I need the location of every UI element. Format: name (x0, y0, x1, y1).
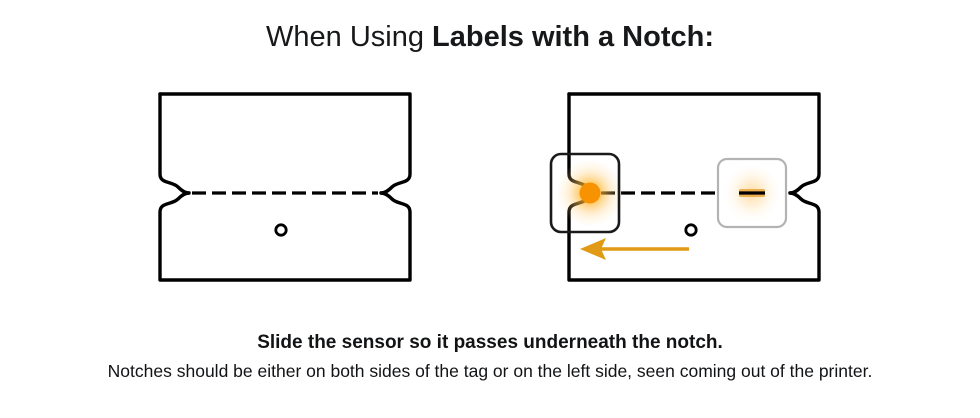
label-diagrams-svg (158, 92, 821, 282)
sensor-inactive[interactable] (716, 157, 788, 229)
caption-secondary: Notches should be either on both sides o… (107, 361, 873, 381)
sensor-active-box[interactable] (549, 152, 621, 234)
page-title-lead: When Using (266, 21, 433, 53)
diagram-label-with-sensor (549, 92, 821, 282)
page-title: When Using Labels with a Notch: (0, 20, 980, 54)
diagram-label-plain (158, 92, 412, 282)
label-outline-bottom (158, 191, 412, 282)
label-outline-top-left (158, 92, 191, 195)
diagram-area (0, 78, 980, 310)
sensor-active-beam-dot (579, 182, 601, 204)
page-title-strong: Labels with a Notch: (432, 21, 714, 53)
registration-hole-2 (684, 223, 698, 237)
registration-hole (274, 223, 288, 237)
arrow-head (580, 238, 606, 260)
sensor-active[interactable] (549, 152, 624, 234)
caption-primary: Slide the sensor so it passes underneath… (257, 332, 723, 353)
caption-block: Slide the sensor so it passes underneath… (0, 330, 980, 384)
label-outline-top-right (158, 92, 412, 195)
slide-direction-arrow (580, 238, 689, 260)
